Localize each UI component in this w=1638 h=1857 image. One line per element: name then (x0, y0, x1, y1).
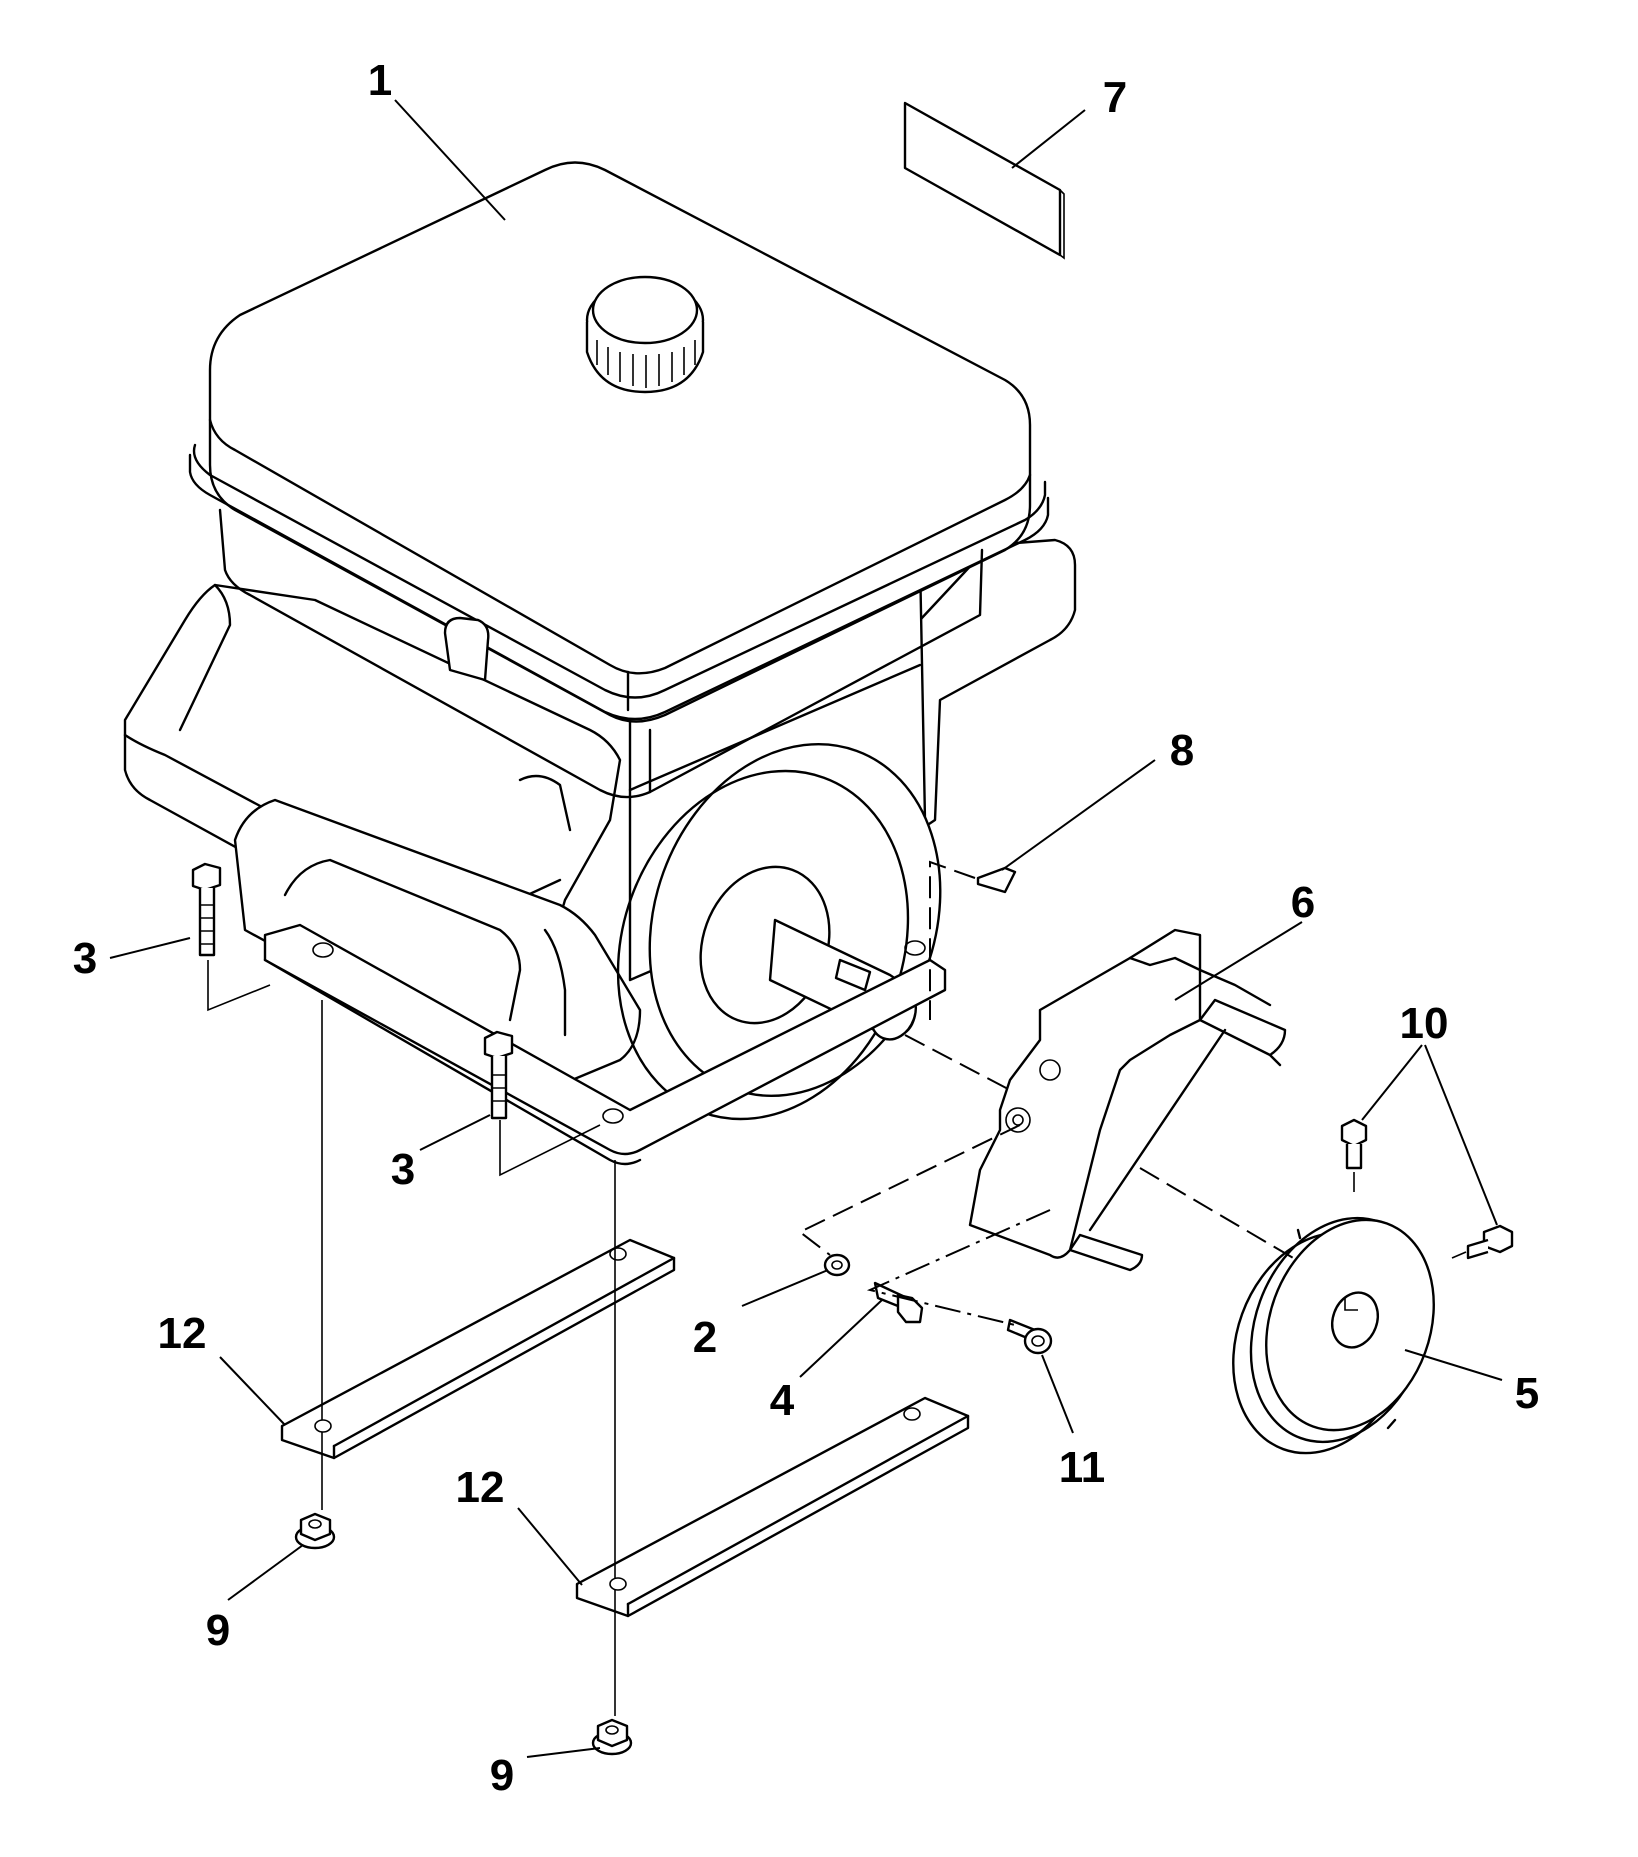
callout-labels: 1 7 8 6 10 3 3 2 4 11 5 12 12 9 9 (73, 56, 1539, 1800)
callout-1: 1 (368, 56, 392, 105)
callout-9-left: 9 (206, 1606, 230, 1655)
leader-lines (109, 99, 1503, 1758)
spacer-bar-upper (280, 1238, 676, 1460)
decal-part (903, 101, 1065, 260)
callout-12-lower: 12 (456, 1463, 505, 1512)
bolt-part-4 (873, 1281, 924, 1324)
callout-9-right: 9 (490, 1751, 514, 1800)
nut-part-left (294, 1512, 336, 1550)
callout-10: 10 (1400, 999, 1449, 1048)
bolt-part-center (483, 1030, 514, 1120)
callout-5: 5 (1515, 1369, 1539, 1418)
callout-2: 2 (693, 1313, 717, 1362)
engine-part (123, 161, 1077, 1166)
callout-3-left: 3 (73, 934, 97, 983)
assembly-lines (207, 860, 1467, 1716)
spacer-bar-lower (575, 1396, 970, 1618)
callout-8: 8 (1170, 726, 1194, 775)
set-screw-part-top (1340, 1118, 1368, 1170)
callout-11: 11 (1059, 1443, 1106, 1492)
bolt-part-left (191, 862, 222, 957)
callout-6: 6 (1291, 878, 1315, 927)
callout-3-center: 3 (391, 1145, 415, 1194)
callout-12-upper: 12 (158, 1309, 207, 1358)
nut-part-right (591, 1718, 633, 1756)
cap-screw-part (1006, 1318, 1053, 1355)
set-screw-part-right (1466, 1224, 1514, 1260)
pulley-part (1232, 1216, 1435, 1455)
key-part (976, 866, 1017, 894)
callout-4: 4 (770, 1376, 795, 1425)
callout-7: 7 (1103, 73, 1127, 122)
bracket-part (968, 928, 1287, 1272)
washer-part (823, 1253, 851, 1277)
